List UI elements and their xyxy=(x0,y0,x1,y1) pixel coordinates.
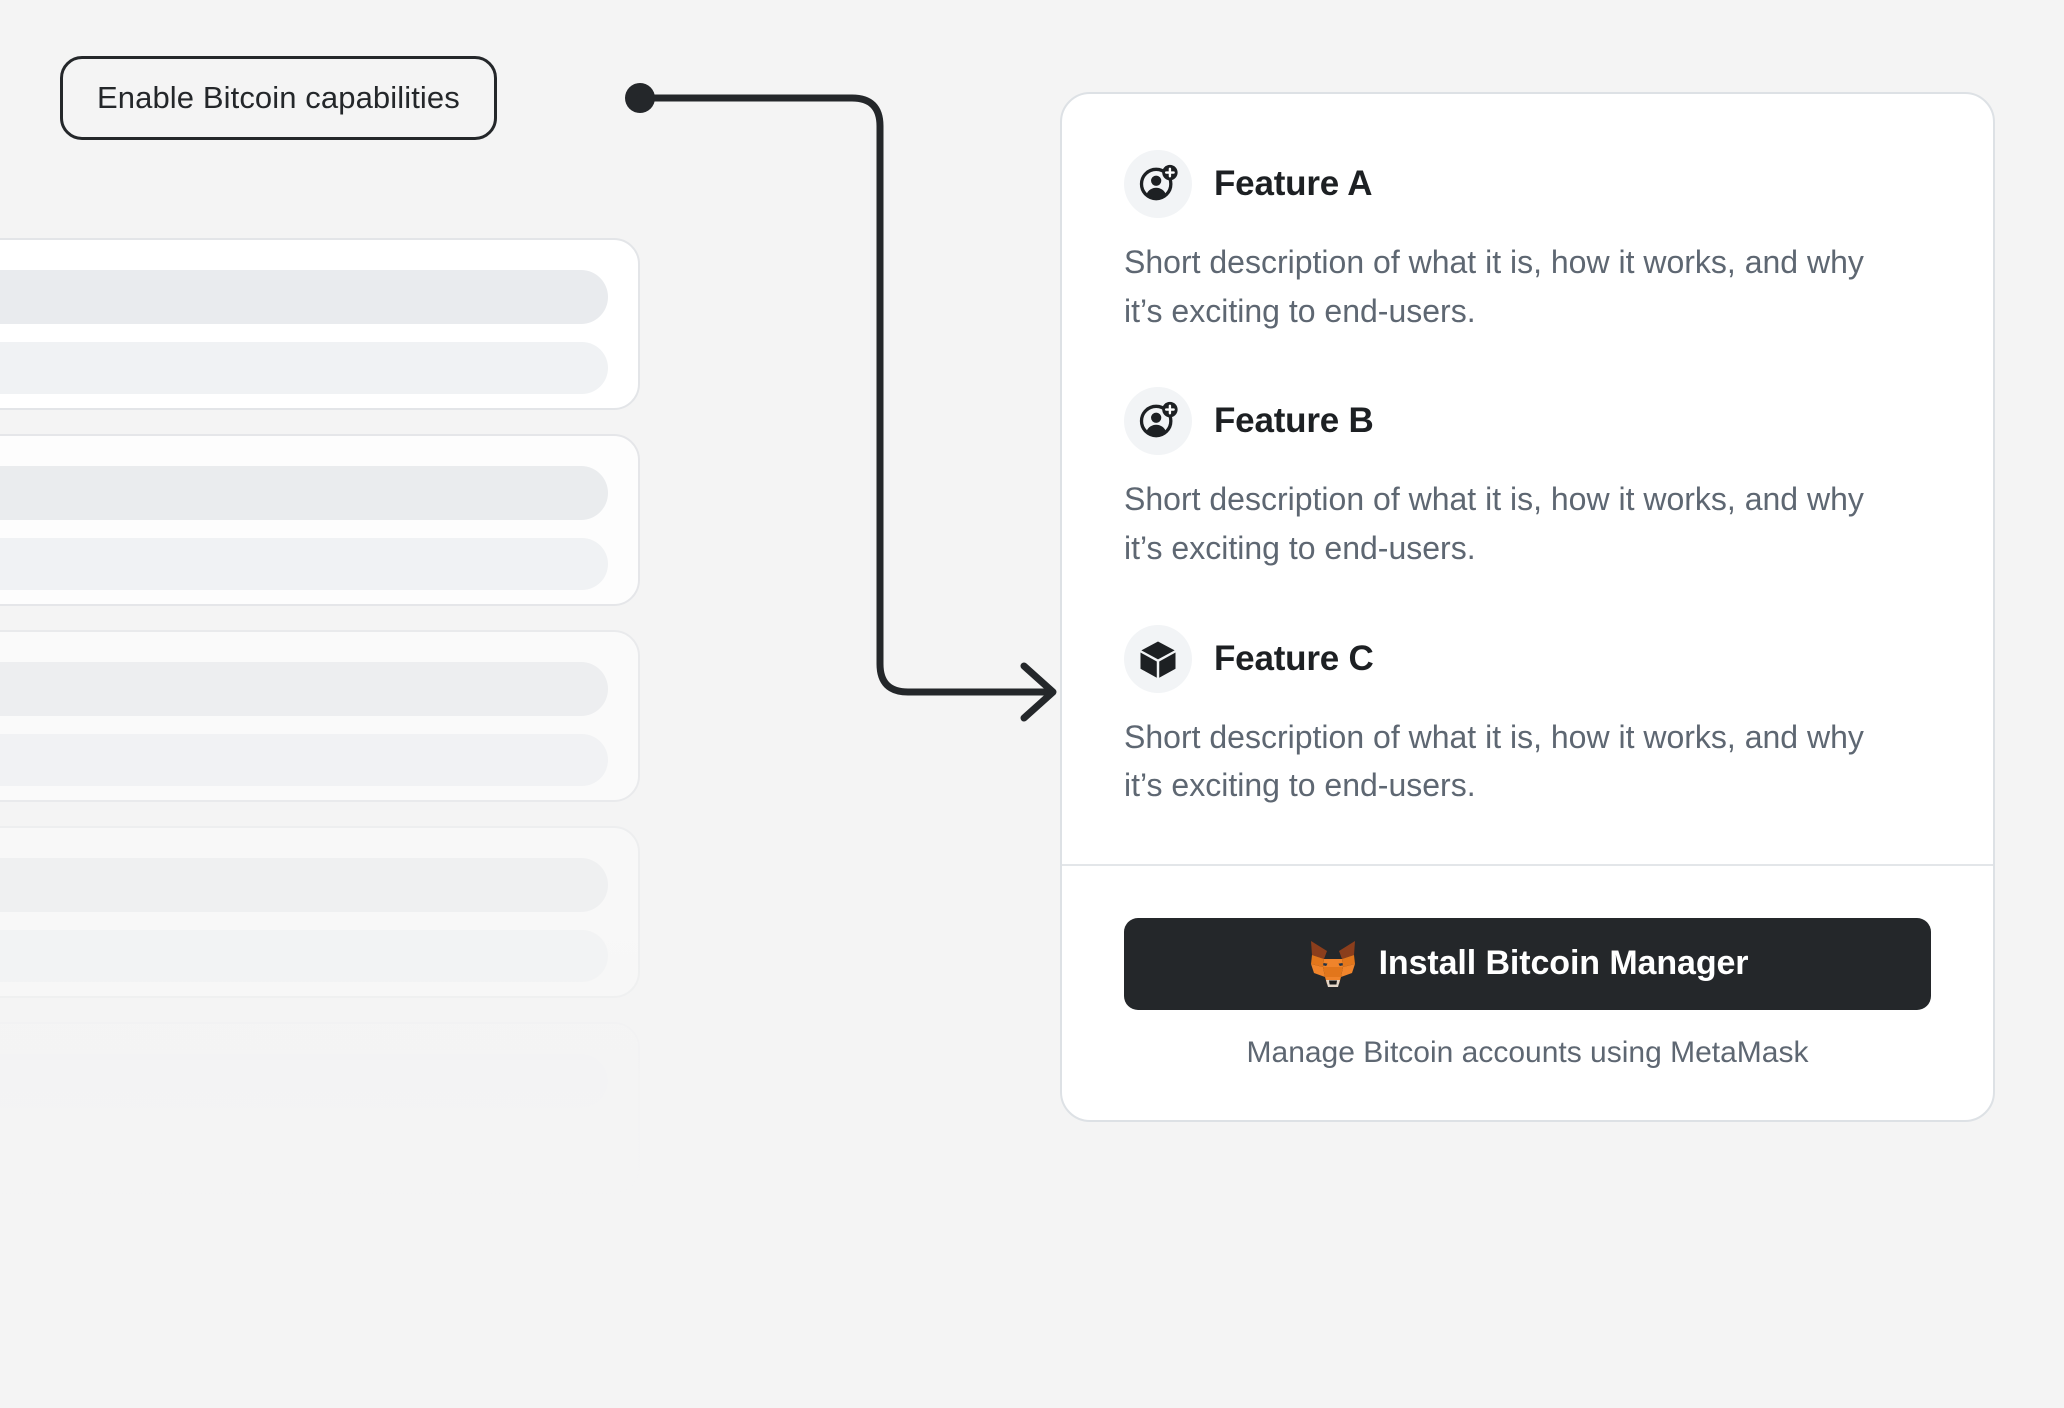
feature-title: Feature B xyxy=(1214,401,1374,441)
card-divider xyxy=(1062,863,1993,866)
callout-label: Enable Bitcoin capabilities xyxy=(60,56,497,140)
feature-title: Feature A xyxy=(1214,164,1373,203)
placeholder-bar-secondary xyxy=(0,342,608,394)
feature-item: Feature B Short description of what it i… xyxy=(1124,387,1931,572)
connector-path xyxy=(636,94,1056,696)
placeholder-bar-secondary xyxy=(0,930,608,982)
callout-label-text: Enable Bitcoin capabilities xyxy=(97,80,460,115)
feature-description: Short description of what it is, how it … xyxy=(1124,244,1864,329)
feature-list: Feature A Short description of what it i… xyxy=(1062,94,1993,864)
placeholder-bar-secondary xyxy=(0,538,608,590)
placeholder-bar-primary xyxy=(0,1054,608,1108)
feature-header: Feature B xyxy=(1124,387,1931,456)
placeholder-bar-secondary xyxy=(0,734,608,786)
placeholder-card xyxy=(0,434,640,606)
placeholder-bar-primary xyxy=(0,466,608,520)
install-button-label: Install Bitcoin Manager xyxy=(1378,944,1749,983)
feature-header: Feature A xyxy=(1124,150,1931,218)
placeholder-bar-primary xyxy=(0,662,608,716)
connector-start-dot xyxy=(625,83,655,113)
feature-header: Feature C xyxy=(1124,624,1931,693)
user-add-icon xyxy=(1124,387,1192,456)
placeholder-card xyxy=(0,826,640,998)
feature-description: Short description of what it is, how it … xyxy=(1124,481,1864,566)
install-bitcoin-manager-button[interactable]: Install Bitcoin Manager xyxy=(1124,917,1931,1010)
placeholder-card xyxy=(0,238,640,410)
feature-item: Feature A Short description of what it i… xyxy=(1124,150,1931,335)
placeholder-card xyxy=(0,1022,640,1194)
placeholder-bar-primary xyxy=(0,858,608,912)
feature-title: Feature C xyxy=(1214,638,1374,678)
metamask-fox-icon xyxy=(1310,940,1355,987)
connector-arrowhead-icon xyxy=(1020,662,1057,722)
card-footer: Install Bitcoin Manager Manage Bitcoin a… xyxy=(1062,866,1993,1120)
user-add-icon xyxy=(1124,150,1192,218)
feature-item: Feature C Short description of what it i… xyxy=(1124,624,1931,810)
feature-description: Short description of what it is, how it … xyxy=(1124,718,1864,804)
footer-caption: Manage Bitcoin accounts using MetaMask xyxy=(1246,1035,1809,1069)
cube-icon xyxy=(1124,624,1192,693)
placeholder-card xyxy=(0,630,640,802)
placeholder-bar-primary xyxy=(0,270,608,324)
background-placeholder-list xyxy=(0,238,640,1218)
feature-card: Feature A Short description of what it i… xyxy=(1060,92,1995,1122)
placeholder-bar-secondary xyxy=(0,1126,608,1178)
